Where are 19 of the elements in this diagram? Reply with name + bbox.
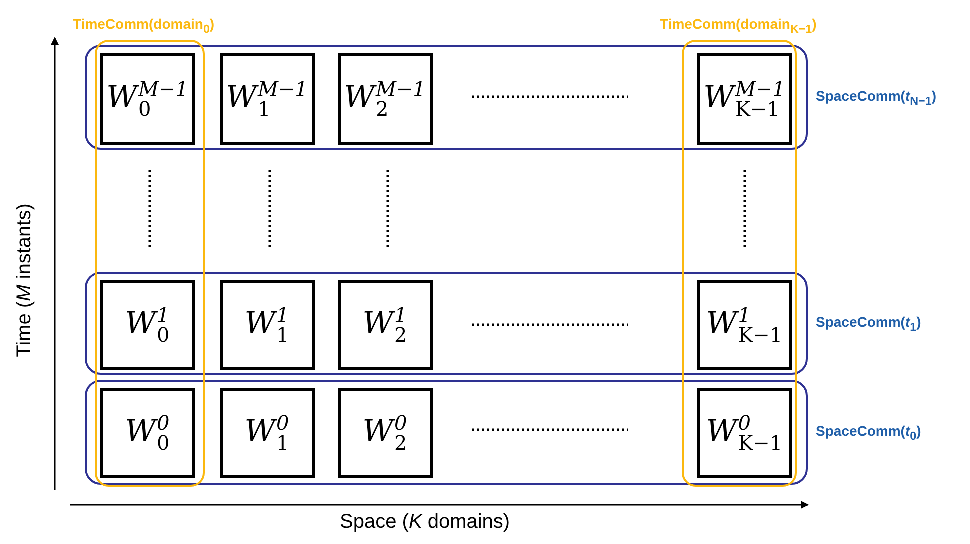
block-box	[697, 388, 792, 478]
block-box	[100, 388, 195, 478]
block-box	[338, 388, 432, 478]
block-box	[220, 388, 314, 478]
axis-label: Space (K domains)	[340, 510, 510, 534]
row-label: SpaceComm(t$_{0}$)	[816, 422, 922, 442]
axis-label: Time (M instants)	[13, 203, 36, 357]
block-box	[338, 52, 432, 144]
column-label: TimeComm(domain$_{0}$)	[73, 16, 215, 36]
block-box	[697, 53, 792, 145]
block-box	[100, 280, 195, 370]
block-box	[100, 53, 195, 145]
block-box	[338, 280, 432, 370]
column-label: TimeComm(domain$_{K−1}$)	[660, 16, 817, 36]
row-label: SpaceComm(t$_{N−1}$)	[816, 88, 937, 108]
block-box	[220, 52, 314, 144]
row-label: SpaceComm(t$_{1}$)	[816, 314, 922, 334]
block-box	[220, 280, 314, 370]
block-box	[697, 280, 792, 370]
